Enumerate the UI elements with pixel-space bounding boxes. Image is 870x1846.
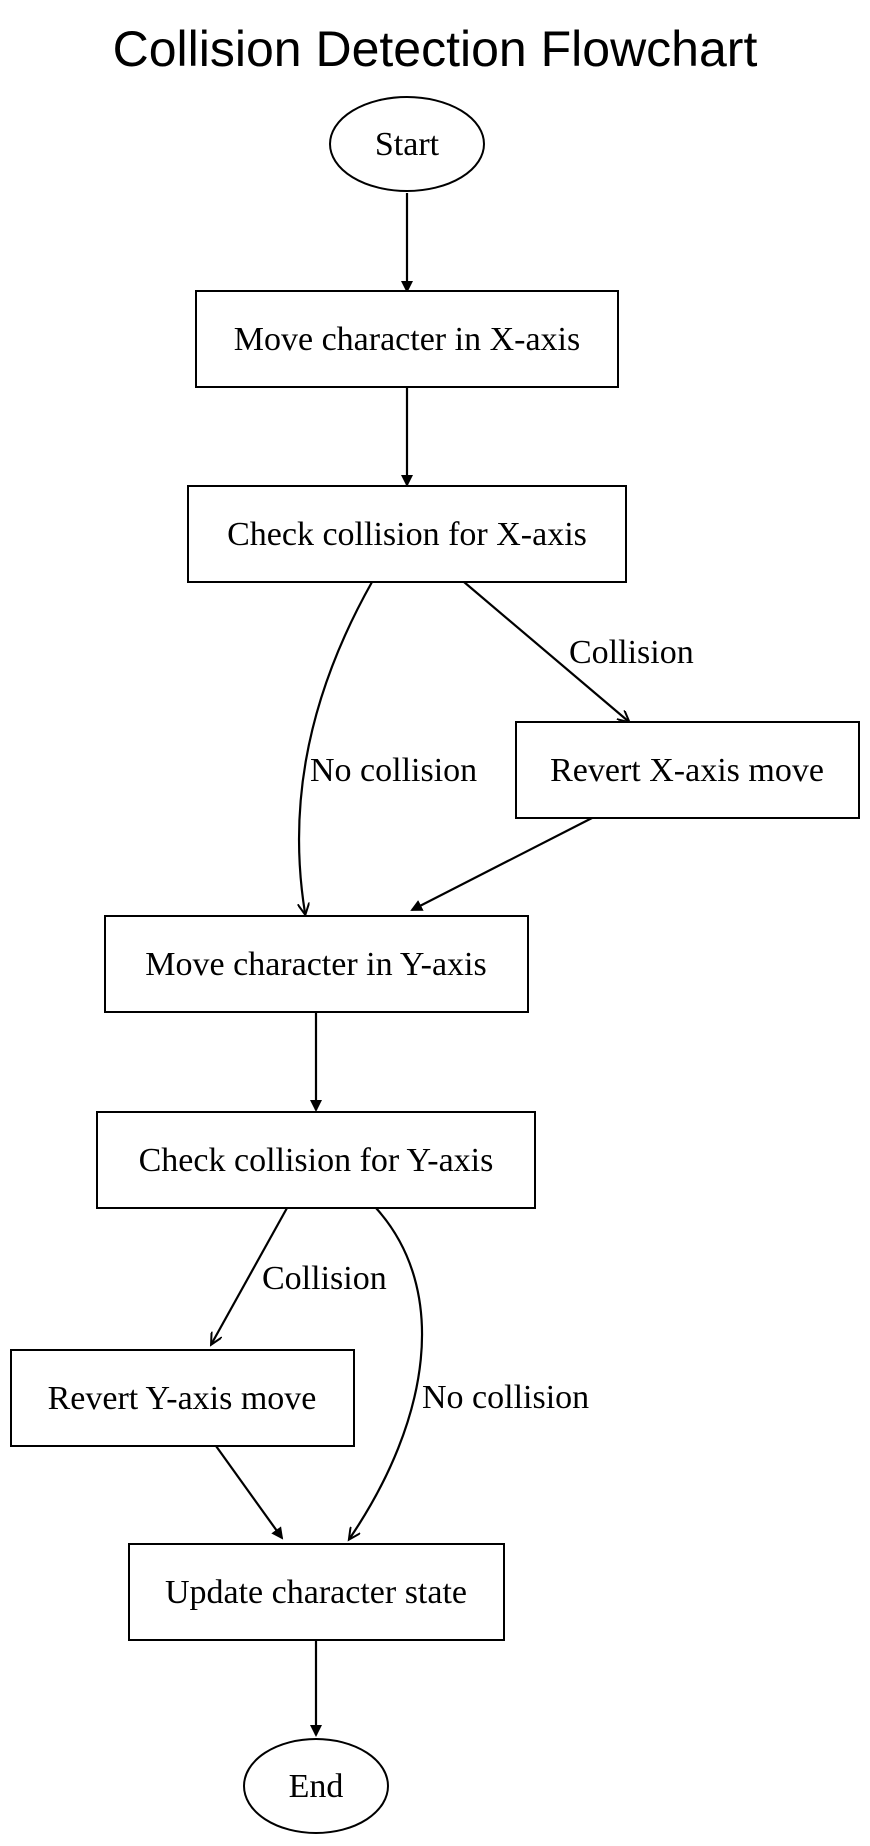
node-move-y: Move character in Y-axis xyxy=(104,915,529,1013)
node-end-label: End xyxy=(289,1768,344,1805)
edge-revert-y-to-update xyxy=(215,1445,284,1540)
node-update-state-label: Update character state xyxy=(165,1574,467,1611)
node-revert-y-label: Revert Y-axis move xyxy=(48,1380,317,1417)
edge-label-collision-y: Collision xyxy=(262,1260,387,1297)
edge-check-y-to-update xyxy=(350,1207,423,1538)
node-revert-x-label: Revert X-axis move xyxy=(550,752,824,789)
edge-label-no-collision-x: No collision xyxy=(310,752,477,789)
node-revert-y: Revert Y-axis move xyxy=(10,1349,355,1447)
node-end: End xyxy=(243,1738,389,1834)
edge-label-no-collision-y: No collision xyxy=(422,1379,589,1416)
node-start: Start xyxy=(329,96,485,192)
node-revert-x: Revert X-axis move xyxy=(515,721,860,819)
edge-check-y-to-revert-y xyxy=(212,1207,288,1343)
diagram-title: Collision Detection Flowchart xyxy=(113,21,758,77)
node-check-y-label: Check collision for Y-axis xyxy=(139,1142,494,1179)
node-check-y: Check collision for Y-axis xyxy=(96,1111,536,1209)
node-move-x: Move character in X-axis xyxy=(195,290,619,388)
node-move-y-label: Move character in Y-axis xyxy=(145,946,486,983)
node-start-label: Start xyxy=(375,126,440,163)
edge-label-collision-x: Collision xyxy=(569,634,694,671)
node-check-x-label: Check collision for X-axis xyxy=(227,516,587,553)
node-move-x-label: Move character in X-axis xyxy=(234,321,580,358)
node-update-state: Update character state xyxy=(128,1543,505,1641)
nodes: Start Move character in X-axis Check col… xyxy=(10,96,860,1834)
edge-check-x-to-move-y xyxy=(299,581,373,913)
edges xyxy=(212,193,628,1737)
edge-check-x-to-revert-x xyxy=(463,581,628,721)
node-check-x: Check collision for X-axis xyxy=(187,485,627,583)
edge-revert-x-to-move-y xyxy=(410,817,593,911)
